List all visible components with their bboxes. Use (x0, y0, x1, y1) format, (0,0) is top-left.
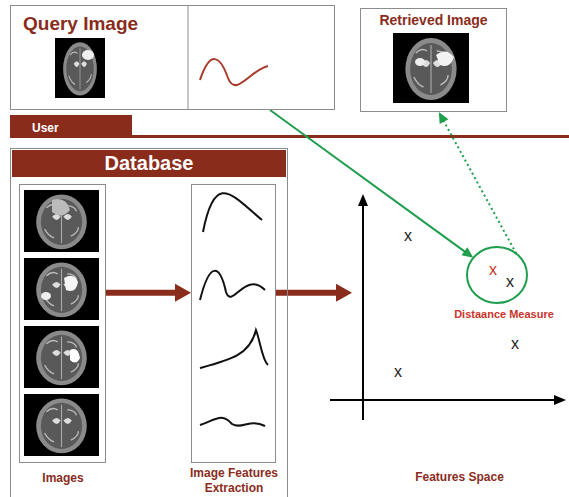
point-mark-holder: x (483, 260, 503, 280)
database-panel: DatabaseImages Image Features Extraction (10, 148, 288, 497)
data-point-mark: x (500, 272, 520, 292)
connector (270, 110, 473, 258)
features-column: Image Features Extraction (191, 184, 276, 463)
connector-line (443, 120, 516, 254)
node-label: Features Space (352, 470, 567, 484)
user-band: User (10, 115, 132, 136)
feature-curve (200, 271, 265, 300)
feature-curve (203, 193, 262, 232)
query-panel: Query Image (10, 5, 335, 110)
data-point-mark: x (388, 362, 408, 382)
point-mark-holder: x (398, 226, 418, 246)
node-label: Retrieved Image (361, 12, 506, 28)
retrieved-mri (393, 33, 469, 103)
data-point-mark: x (398, 226, 418, 246)
data-point-mark: x (483, 260, 503, 280)
point-mark-holder: x (505, 334, 525, 354)
connector-line (270, 110, 466, 253)
connector-line (276, 290, 339, 296)
database-mri-4 (24, 394, 99, 456)
database-mri-2 (24, 258, 99, 320)
database-mri-3 (24, 326, 99, 388)
data-point-mark: x (505, 334, 525, 354)
images-column: Images (19, 184, 106, 463)
point-mark-holder: x (500, 272, 520, 292)
node-label: Distaance Measure (440, 308, 568, 320)
circle-outline-shape (467, 247, 527, 303)
node-label: Query Image (23, 13, 138, 35)
node-label: Database (12, 150, 286, 177)
query-feature-curve (200, 59, 268, 85)
node-label: Image Features Extraction (174, 466, 294, 496)
feature-curve (200, 330, 268, 368)
arrow-head (461, 247, 473, 258)
query-mri (55, 38, 105, 98)
connector-line (106, 290, 178, 296)
node-label: User (32, 121, 59, 135)
database-mri-1 (24, 190, 99, 252)
arrow-head (336, 284, 352, 302)
feature-space-region: Features Space Distaance Measure (352, 190, 567, 497)
connector (439, 112, 516, 254)
point-mark-holder: x (388, 362, 408, 382)
arrow-head (439, 112, 449, 124)
connector (106, 284, 191, 302)
feature-curve (200, 418, 265, 426)
feature-axes (330, 194, 566, 420)
distance-circle: Distaance Measure (440, 246, 568, 326)
pane-divider (188, 5, 189, 110)
retrieved-panel: Retrieved Image (360, 8, 507, 112)
arrow-head (175, 284, 191, 302)
node-label: Images (0, 471, 133, 485)
